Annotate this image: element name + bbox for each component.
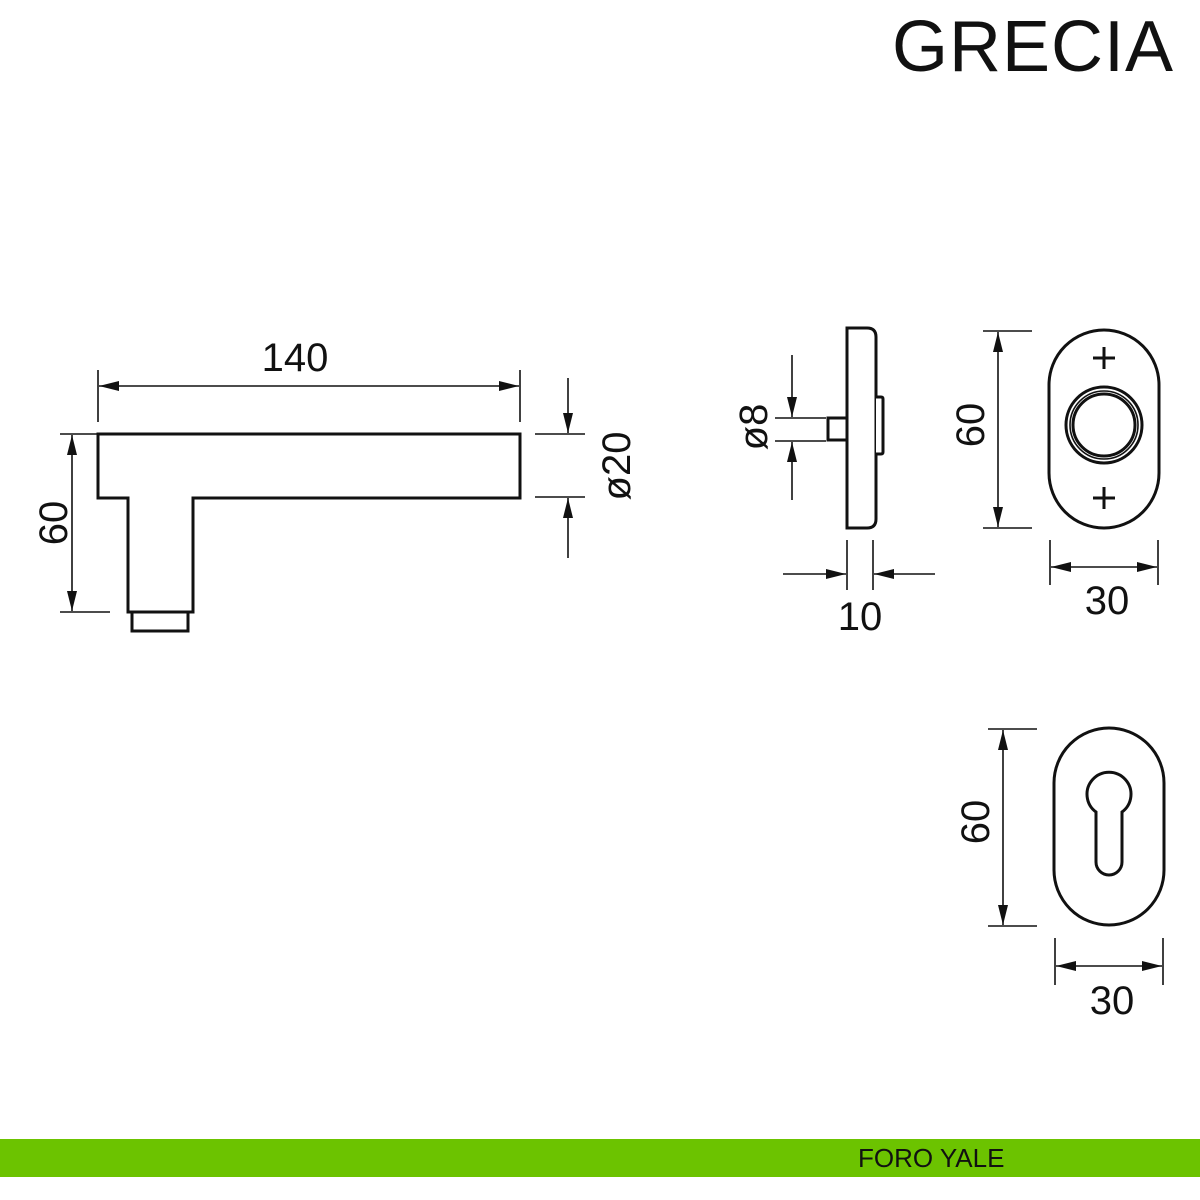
spindle-diameter-dimension: ø8 — [732, 355, 826, 500]
rose-front-view — [1047, 328, 1161, 530]
screw-icon — [1093, 347, 1115, 369]
lever-height-dimension: 60 — [32, 433, 110, 613]
rose-height-dimension: 60 — [949, 330, 1032, 529]
rose-thickness-label: 10 — [838, 595, 883, 639]
escutcheon-height-dimension: 60 — [954, 728, 1037, 927]
spindle-diameter-label: ø8 — [732, 404, 776, 451]
escutcheon-height-label: 60 — [954, 800, 998, 845]
rose-width-label: 30 — [1085, 579, 1130, 623]
escutcheon-width-dimension: 30 — [1054, 938, 1164, 1023]
escutcheon-front-view — [1052, 726, 1166, 927]
keyhole-icon — [1085, 770, 1133, 877]
rose-height-label: 60 — [949, 403, 993, 448]
footer-brand: FORO YALE — [858, 1143, 1005, 1173]
lever-diameter-label: ø20 — [595, 432, 639, 501]
footer-bar: FORO YALE — [0, 1139, 1200, 1177]
rose-thickness-dimension: 10 — [783, 540, 935, 639]
rose-width-dimension: 30 — [1049, 540, 1159, 623]
escutcheon-width-label: 30 — [1090, 979, 1135, 1023]
lever-side-view — [96, 432, 522, 633]
lever-length-label: 140 — [262, 336, 329, 380]
lever-height-label: 60 — [32, 501, 76, 546]
rose-side-view — [826, 326, 885, 530]
lever-length-dimension: 140 — [97, 336, 521, 422]
lever-diameter-dimension: ø20 — [535, 378, 639, 558]
product-title: GRECIA — [891, 7, 1174, 87]
screw-icon — [1093, 487, 1115, 509]
